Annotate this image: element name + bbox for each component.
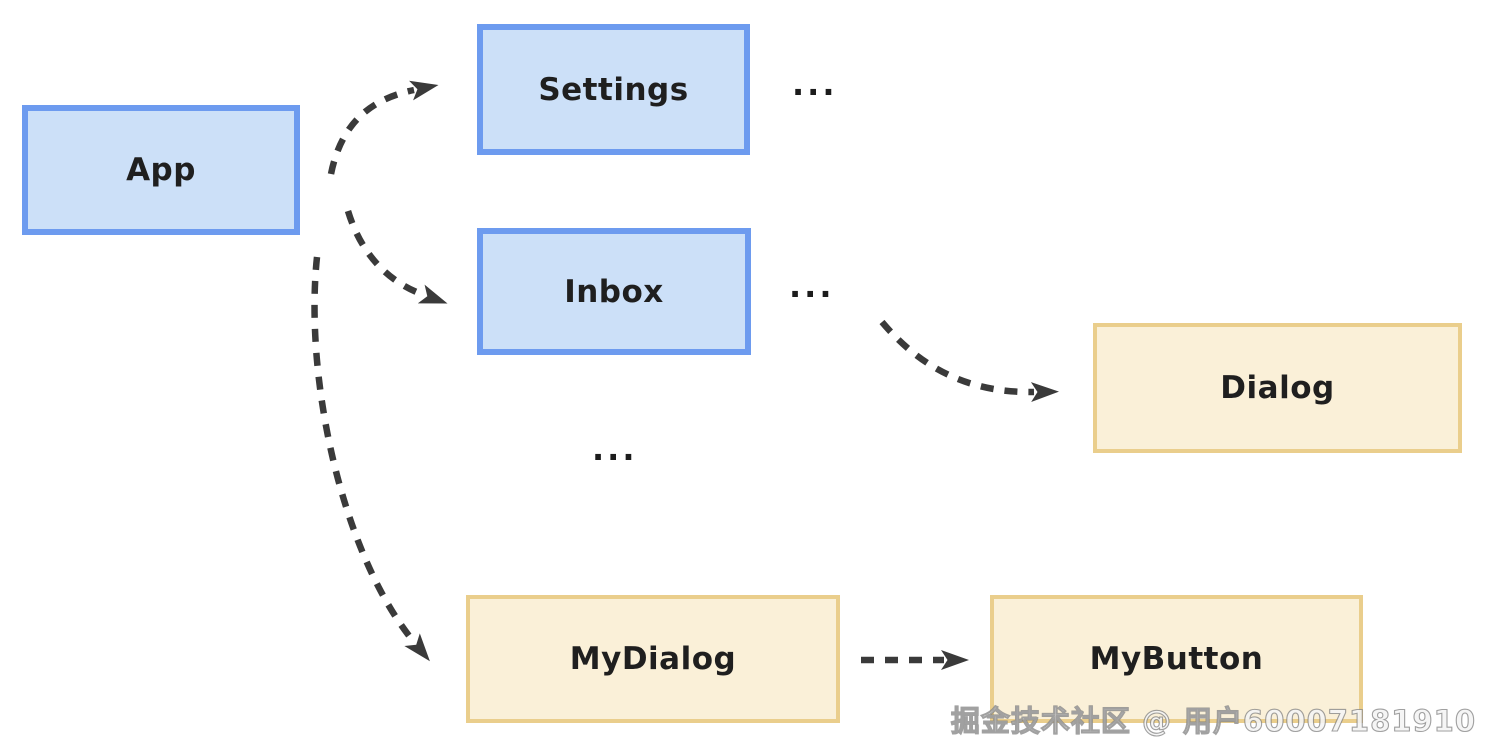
ellipsis-after-settings: ... (792, 65, 838, 103)
node-settings-label: Settings (538, 71, 689, 108)
node-dialog: Dialog (1093, 323, 1462, 453)
node-settings: Settings (477, 24, 750, 155)
node-mydialog: MyDialog (466, 595, 840, 723)
edge-app-inbox (344, 210, 448, 304)
node-app-label: App (126, 152, 196, 188)
node-inbox-label: Inbox (564, 273, 664, 310)
node-mydialog-label: MyDialog (569, 641, 737, 677)
ellipsis-middle: ... (592, 430, 638, 468)
node-dialog-label: Dialog (1220, 370, 1335, 406)
node-app: App (22, 105, 300, 235)
edge-app-settings (327, 80, 439, 175)
node-mybutton-label: MyButton (1089, 641, 1264, 677)
edge-app-mydialog (311, 256, 430, 662)
node-inbox: Inbox (477, 228, 751, 355)
edge-inbox-dialog (879, 319, 1059, 403)
ellipsis-after-inbox: ... (789, 267, 835, 305)
watermark: 掘金技术社区 @ 用户60007181910 (950, 703, 1476, 738)
node-mybutton: MyButton (990, 595, 1363, 723)
